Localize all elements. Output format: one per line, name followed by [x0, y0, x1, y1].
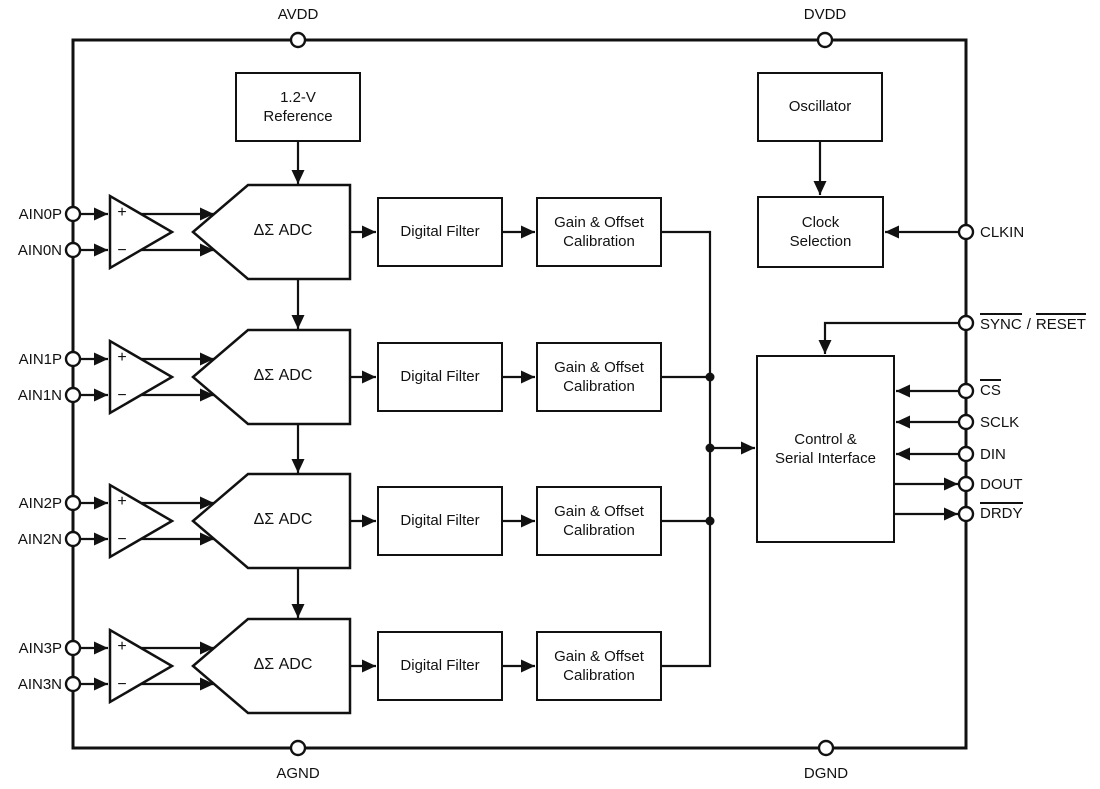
wire	[818, 321, 959, 354]
digital-filter-block: Digital Filter	[377, 342, 503, 412]
pin-label-dout: DOUT	[980, 476, 1023, 493]
amplifier-triangle	[108, 338, 175, 416]
pin-circle-cs	[957, 382, 975, 400]
calibration-label-line2: Calibration	[563, 667, 635, 684]
adc-label: ΔΣ ADC	[253, 222, 313, 239]
pin-label-drdy: DRDY	[980, 502, 1023, 523]
amp-plus-sign: +	[117, 349, 127, 366]
pin-circle-ain0p	[64, 205, 82, 223]
reference-label-line2: Reference	[263, 108, 333, 125]
amplifier-triangle	[108, 627, 175, 705]
pin-circle-ain3p	[64, 639, 82, 657]
amp-plus-sign: +	[117, 493, 127, 510]
pin-label-reset: RESET	[1035, 313, 1086, 333]
adc-shape	[191, 183, 352, 281]
digital-filter-block: Digital Filter	[377, 486, 503, 556]
control-serial-label-line1: Control &	[794, 430, 857, 448]
adc-shape	[191, 328, 352, 426]
adc-shape	[191, 617, 352, 715]
pin-circle-ain2n	[64, 530, 82, 548]
pin-label-din: DIN	[980, 446, 1006, 463]
reference-block: 1.2-V Reference	[235, 72, 361, 142]
pin-circle-ain3n	[64, 675, 82, 693]
pin-label-sync-reset: SYNC/RESET	[980, 311, 1086, 334]
pin-circle-avdd	[289, 31, 307, 49]
calibration-label-line1: Gain & Offset	[554, 213, 644, 231]
junction-dot	[705, 372, 715, 382]
pin-label-ain3n: AIN3N	[17, 676, 62, 693]
calibration-label-line2: Calibration	[563, 378, 635, 395]
calibration-label-line1: Gain & Offset	[554, 647, 644, 665]
pin-label-cs: CS	[980, 379, 1001, 400]
amplifier-triangle	[108, 482, 175, 560]
pin-circle-ain0n	[64, 241, 82, 259]
pin-circle-dgnd	[817, 739, 835, 757]
reference-label-line1: 1.2-V	[280, 88, 316, 106]
control-serial-interface-block: Control & Serial Interface	[756, 355, 895, 543]
digital-filter-block: Digital Filter	[377, 197, 503, 267]
adc-label: ΔΣ ADC	[253, 511, 313, 528]
adc-shape	[191, 472, 352, 570]
pin-circle-sync-reset	[957, 314, 975, 332]
amp-plus-sign: +	[117, 204, 127, 221]
amp-minus-sign: −	[117, 676, 127, 693]
adc-label: ΔΣ ADC	[253, 656, 313, 673]
digital-filter-label: Digital Filter	[400, 223, 480, 241]
calibration-label-line1: Gain & Offset	[554, 502, 644, 520]
pin-circle-sclk	[957, 413, 975, 431]
pin-circle-ain1p	[64, 350, 82, 368]
junction-dot	[705, 516, 715, 526]
pin-label-separator: /	[1026, 316, 1031, 333]
amp-minus-sign: −	[117, 387, 127, 404]
clock-selection-label-line1: Clock	[801, 213, 840, 231]
digital-filter-label: Digital Filter	[400, 657, 480, 675]
pin-circle-ain2p	[64, 494, 82, 512]
calibration-label-line2: Calibration	[563, 233, 635, 250]
amp-plus-sign: +	[117, 638, 127, 655]
clock-selection-block: Clock Selection	[757, 196, 884, 268]
digital-filter-label: Digital Filter	[400, 368, 480, 386]
pin-label-dgnd: DGND	[803, 765, 849, 782]
pin-circle-dvdd	[816, 31, 834, 49]
pin-label-clkin: CLKIN	[980, 224, 1025, 241]
pin-label-avdd: AVDD	[277, 6, 319, 23]
pin-circle-ain1n	[64, 386, 82, 404]
digital-filter-block: Digital Filter	[377, 631, 503, 701]
pin-label-ain0p: AIN0P	[18, 206, 62, 223]
pin-label-ain2p: AIN2P	[18, 495, 62, 512]
calibration-label-line1: Gain & Offset	[554, 358, 644, 376]
pin-label-sclk: SCLK	[980, 414, 1020, 431]
gain-offset-calibration-block: Gain & Offset Calibration	[536, 197, 662, 267]
calibration-label-line2: Calibration	[563, 522, 635, 539]
amp-minus-sign: −	[117, 242, 127, 259]
data-bus	[662, 230, 712, 668]
pin-label-agnd: AGND	[276, 765, 320, 782]
pin-circle-agnd	[289, 739, 307, 757]
amplifier-triangle	[108, 193, 175, 271]
pin-label-ain1p: AIN1P	[18, 351, 62, 368]
amp-minus-sign: −	[117, 531, 127, 548]
pin-circle-dout	[957, 475, 975, 493]
pin-label-ain1n: AIN1N	[17, 387, 62, 404]
control-serial-label-line2: Serial Interface	[775, 450, 876, 467]
digital-filter-label: Digital Filter	[400, 512, 480, 530]
oscillator-label: Oscillator	[788, 98, 852, 116]
pin-label-ain2n: AIN2N	[17, 531, 62, 548]
pin-label-dvdd: DVDD	[803, 6, 847, 23]
pin-circle-clkin	[957, 223, 975, 241]
junction-dot	[705, 443, 715, 453]
pin-label-ain3p: AIN3P	[18, 640, 62, 657]
pin-label-ain0n: AIN0N	[17, 242, 62, 259]
gain-offset-calibration-block: Gain & Offset Calibration	[536, 631, 662, 701]
pin-label-sync: SYNC	[980, 313, 1022, 333]
pin-circle-drdy	[957, 505, 975, 523]
oscillator-block: Oscillator	[757, 72, 883, 142]
adc-label: ΔΣ ADC	[253, 367, 313, 384]
gain-offset-calibration-block: Gain & Offset Calibration	[536, 486, 662, 556]
pin-circle-din	[957, 445, 975, 463]
gain-offset-calibration-block: Gain & Offset Calibration	[536, 342, 662, 412]
clock-selection-label-line2: Selection	[789, 233, 852, 250]
